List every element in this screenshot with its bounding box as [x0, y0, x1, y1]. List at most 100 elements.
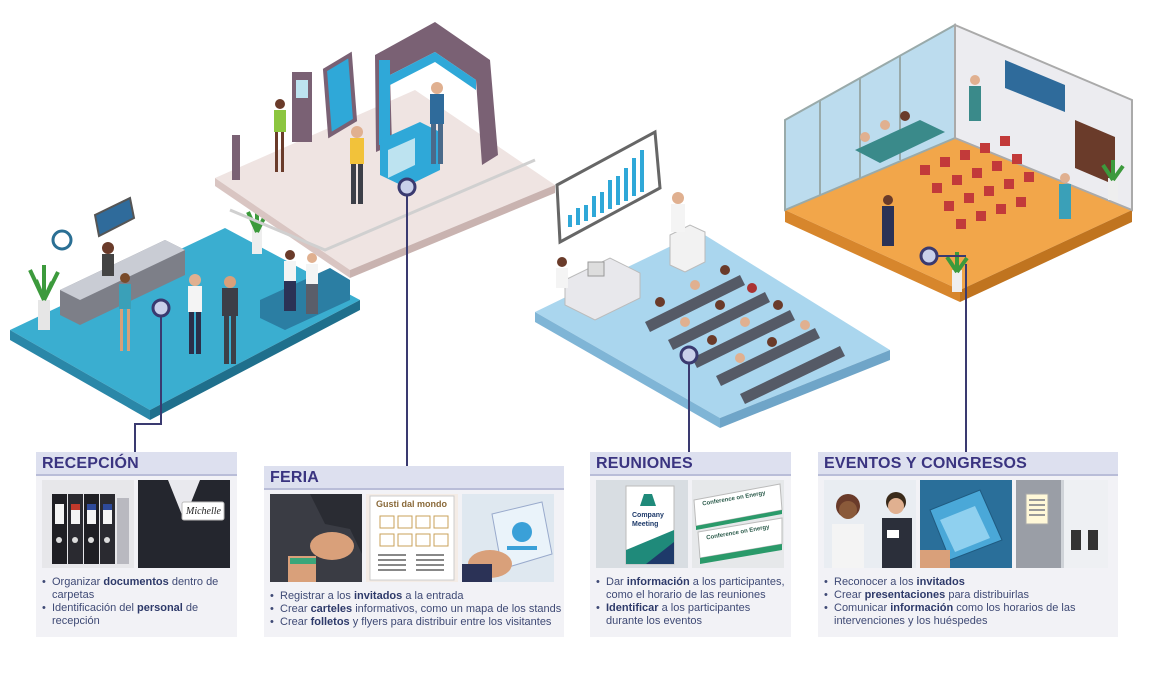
photo-info-board: [1016, 480, 1108, 568]
bullet-text: Organizar: [52, 576, 104, 588]
photo-binders: [42, 480, 134, 568]
connector-dot: [397, 177, 417, 197]
card-bullets: Dar información a los participantes, com…: [596, 576, 788, 628]
photo-badges: Conference on Energy Conference on Energ…: [692, 480, 784, 568]
bullet-text: Identificación del: [52, 602, 137, 614]
photo-wristband: [270, 494, 362, 582]
bullet-text: a la entrada: [402, 590, 464, 602]
connector-dots: [151, 177, 939, 365]
meeting-scene: [535, 129, 890, 428]
card-photos: Gusti dal mondo: [270, 494, 554, 582]
bullet-item: Crear folletos y flyers para distribuir …: [270, 616, 562, 629]
poster-title: Gusti dal mondo: [376, 499, 447, 509]
bullet-text: Crear: [280, 603, 311, 615]
card-recepcion: RECEPCIÓN Michelle Organizar documentos …: [36, 452, 237, 637]
bullet-text: de recepción: [52, 602, 199, 627]
connectors: [134, 196, 967, 466]
card-bullets: Reconocer a los invitadosCrear presentac…: [824, 576, 1116, 628]
bullet-text: como los horarios de las intervenciones …: [834, 602, 1076, 627]
connector-dot: [679, 345, 699, 365]
card-title: EVENTOS Y CONGRESOS: [824, 455, 1027, 472]
bullet-item: Registrar a los invitados a la entrada: [270, 590, 562, 603]
meeting-desk: [564, 257, 641, 321]
card-title: RECEPCIÓN: [42, 455, 139, 472]
card-bullets: Registrar a los invitados a la entradaCr…: [270, 590, 562, 629]
bullet-item: Dar información a los participantes, com…: [596, 576, 788, 602]
bullet-text: a los participantes durante los eventos: [606, 602, 751, 627]
card-title: REUNIONES: [596, 455, 693, 472]
badge-name: Michelle: [186, 506, 221, 517]
bullet-text: a los participantes, como el horario de …: [606, 576, 785, 601]
plant-icon: [1101, 160, 1125, 182]
photo-guests: [824, 480, 916, 568]
wall-screen: [93, 196, 136, 238]
card-photos: Michelle: [42, 480, 230, 568]
card-header: REUNIONES: [590, 452, 791, 476]
bullet-item: Crear carteles informativos, como un map…: [270, 603, 562, 616]
congress-floor: [785, 138, 1132, 290]
card-header: EVENTOS Y CONGRESOS: [818, 452, 1118, 476]
card-feria: FERIA Gusti dal mondo: [264, 466, 564, 637]
photo-poster: Gusti dal mondo: [366, 494, 458, 582]
bullet-keyword: información: [626, 576, 690, 588]
fair-scene: [215, 22, 555, 278]
bullet-item: Organizar documentos dentro de carpetas: [42, 576, 232, 602]
bullet-text: Registrar a los: [280, 590, 354, 602]
card-header: RECEPCIÓN: [36, 452, 237, 476]
photo-brochure: [462, 494, 554, 582]
photo-meeting-sign: Company Meeting: [596, 480, 688, 568]
fair-people: [232, 82, 444, 204]
bullet-text: dentro de carpetas: [52, 576, 219, 601]
photo-presentations: [920, 480, 1012, 568]
fair-kiosk: [322, 51, 358, 139]
bullet-text: Comunicar: [834, 602, 891, 614]
plant-icon: [28, 265, 60, 301]
bullet-text: Crear: [280, 616, 311, 628]
fair-arch: [375, 22, 498, 165]
card-title: FERIA: [270, 469, 319, 486]
reception-floor: [10, 228, 360, 410]
bullet-keyword: invitados: [916, 576, 965, 588]
bullet-keyword: folletos: [310, 616, 350, 628]
clock-icon: [51, 229, 73, 251]
bullet-item: Crear presentaciones para distribuirlas: [824, 589, 1116, 602]
photo-name-badge: Michelle: [138, 480, 230, 568]
sign-text-2: Meeting: [632, 521, 659, 528]
card-header: FERIA: [264, 466, 564, 490]
audience-chairs: [645, 275, 845, 404]
bullet-text: y flyers para distribuir entre los visit…: [349, 616, 552, 628]
card-photos: Company Meeting Conference on Energy Con…: [596, 480, 784, 568]
plant-pot: [38, 300, 50, 330]
bullet-item: Reconocer a los invitados: [824, 576, 1116, 589]
bullet-keyword: información: [890, 602, 954, 614]
bullet-item: Identificación del personal de recepción: [42, 602, 232, 628]
bullet-text: Crear: [834, 589, 865, 601]
sign-text-1: Company: [632, 512, 664, 519]
bullet-keyword: presentaciones: [864, 589, 946, 601]
connector-recepcion: [134, 316, 162, 452]
connector-dot: [919, 246, 939, 266]
bullet-keyword: personal: [137, 602, 183, 614]
reception-scene: [10, 196, 360, 420]
bullet-text: informativos, como un mapa de los stands: [352, 603, 562, 615]
card-bullets: Organizar documentos dentro de carpetasI…: [42, 576, 232, 628]
bullet-text: Dar: [606, 576, 627, 588]
congress-chairs: [920, 136, 1034, 229]
bullet-item: Identificar a los participantes durante …: [596, 602, 788, 628]
card-photos: [824, 480, 1108, 568]
bullet-keyword: documentos: [103, 576, 169, 588]
card-eventos: EVENTOS Y CONGRESOS: [818, 452, 1118, 637]
audience-people: [655, 265, 810, 363]
congress-people: [860, 75, 1071, 246]
sofa: [260, 268, 350, 330]
bullet-text: Reconocer a los: [834, 576, 917, 588]
card-reuniones: REUNIONES Company Meeting Conference on …: [590, 452, 791, 637]
fair-floor: [215, 90, 555, 270]
wall-screen: [1005, 60, 1065, 112]
reception-people: [102, 242, 318, 364]
bullet-keyword: Identificar: [606, 602, 659, 614]
bullet-text: para distribuirlas: [945, 589, 1030, 601]
congress-scene: [784, 23, 1133, 302]
connector-dot: [151, 298, 171, 318]
